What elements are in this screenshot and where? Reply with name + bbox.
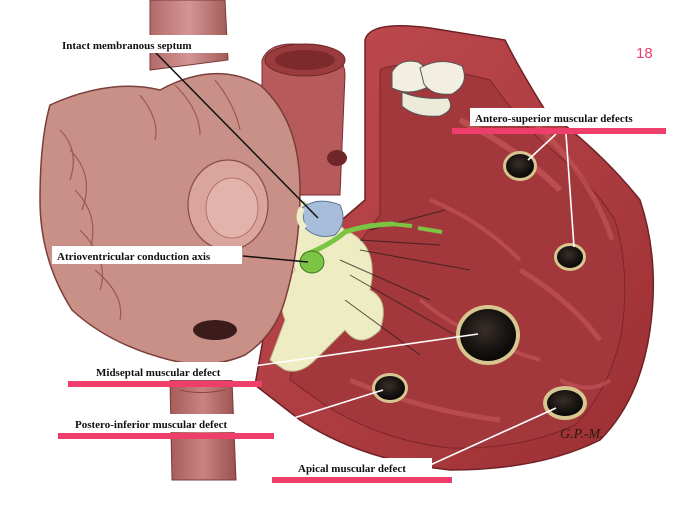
- coronary-sinus: [193, 320, 237, 340]
- artist-signature: G.P.-M.: [560, 427, 604, 442]
- right-atrium: [39, 72, 301, 365]
- svg-text:Antero-superior muscular defec: Antero-superior muscular defects: [475, 113, 633, 125]
- defect-antero-superior-2: [554, 243, 586, 271]
- membranous-septum: [301, 200, 344, 237]
- defect-apical: [543, 386, 587, 420]
- svg-text:Midseptal muscular defect: Midseptal muscular defect: [96, 367, 221, 379]
- label-intact-membranous-septum: Intact membranous septum: [54, 35, 236, 53]
- label-av-conduction-axis: Atrioventricular conduction axis: [52, 246, 242, 264]
- conduction-axis: [299, 221, 443, 274]
- leader-lines: [154, 51, 575, 467]
- slide-number: 18: [636, 45, 653, 62]
- label-apical: Apical muscular defect: [272, 458, 452, 483]
- svg-text:Intact membranous septum: Intact membranous septum: [62, 40, 192, 52]
- label-antero-superior: Antero-superior muscular defects: [452, 108, 666, 134]
- defect-midseptal: [456, 305, 520, 365]
- right-ventricle-cavity: [289, 64, 626, 449]
- svg-text:Apical muscular defect: Apical muscular defect: [298, 463, 406, 475]
- defect-postero-inferior: [372, 373, 408, 403]
- pulmonary-valve: [391, 60, 465, 117]
- svg-text:Atrioventricular conduction a: Atrioventricular conduction axis: [57, 251, 211, 263]
- svg-text:Postero-inferior muscular def: Postero-inferior muscular defect: [75, 419, 227, 431]
- label-postero-inferior: Postero-inferior muscular defect: [58, 414, 274, 439]
- label-midseptal: Midseptal muscular defect: [68, 362, 262, 387]
